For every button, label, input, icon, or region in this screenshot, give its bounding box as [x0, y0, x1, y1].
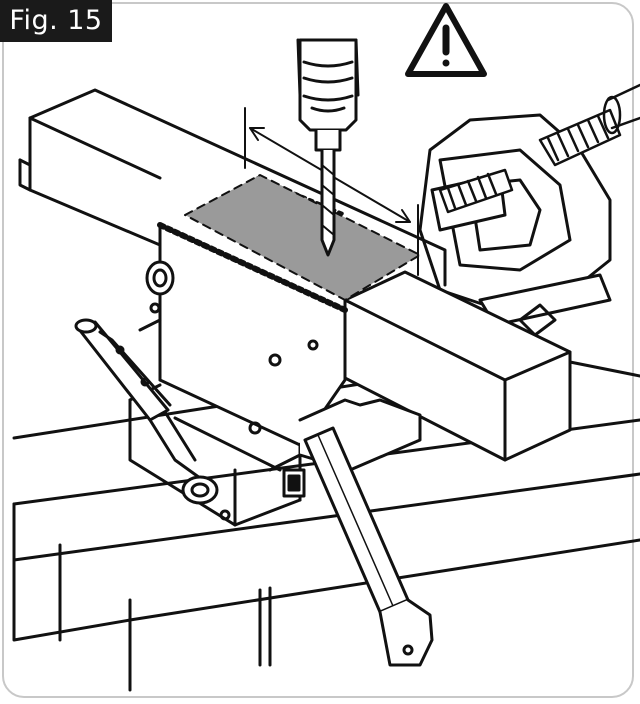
bench-vise	[418, 83, 640, 337]
drilling-area	[184, 174, 421, 301]
hanging-strap	[303, 426, 434, 667]
lever-handle	[74, 318, 219, 505]
workpiece-bar	[18, 88, 572, 462]
vise-screw	[438, 83, 640, 214]
figure-label: Fig. 15	[0, 0, 112, 42]
warning-triangle-icon	[405, 3, 487, 77]
drill	[296, 38, 360, 257]
